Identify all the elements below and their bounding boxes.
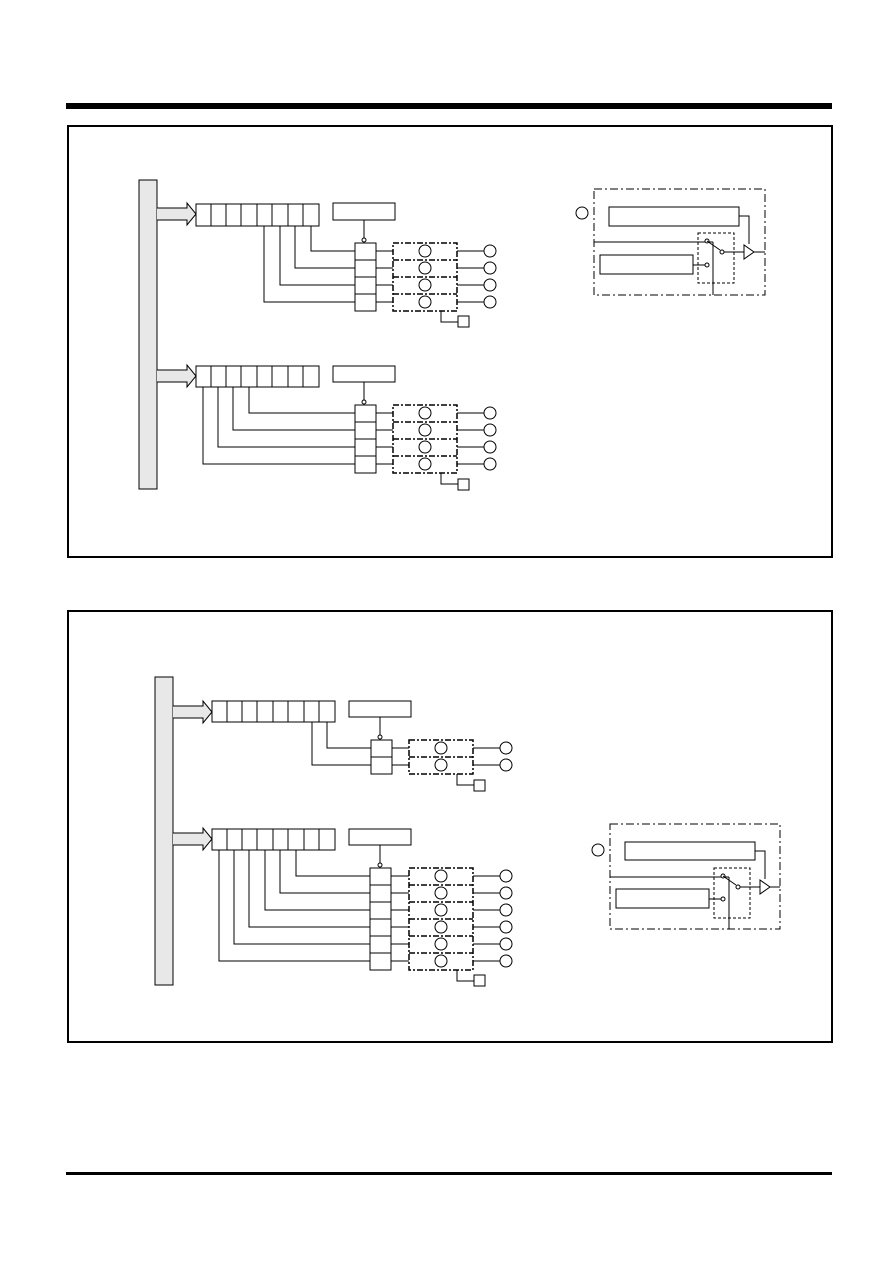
data-register-4 xyxy=(212,829,335,850)
pin-terminal xyxy=(484,279,496,291)
header-rule xyxy=(66,103,832,109)
io-cells-2 xyxy=(376,405,496,490)
pin-terminal xyxy=(484,407,496,419)
buffer-stack-3 xyxy=(371,740,392,774)
pin-terminal xyxy=(484,424,496,436)
data-register-3 xyxy=(212,701,335,722)
data-register-2 xyxy=(196,366,319,387)
pin-terminal xyxy=(500,742,512,754)
buffer-stack-1 xyxy=(355,243,376,311)
pin-terminal xyxy=(484,262,496,274)
pin-terminal xyxy=(484,441,496,453)
pin-terminal xyxy=(500,955,512,967)
control-box-1 xyxy=(333,203,395,220)
bit-wires-1 xyxy=(264,226,355,302)
pin-terminal xyxy=(484,458,496,470)
pin-terminal xyxy=(500,921,512,933)
control-box-2 xyxy=(333,366,395,382)
bit-wires-3 xyxy=(312,722,371,765)
figure-panel-bottom xyxy=(67,610,833,1043)
pin-terminal xyxy=(500,759,512,771)
buffer-stack-2 xyxy=(355,405,376,473)
port-structure-diagram-top xyxy=(576,189,765,295)
control-box-4 xyxy=(349,829,411,845)
buffer-stack-4 xyxy=(370,868,391,970)
bus-arrow-reg3 xyxy=(173,701,212,723)
pin-terminal xyxy=(484,296,496,308)
port-structure-diagram-bottom xyxy=(592,824,780,929)
pin-terminal xyxy=(500,870,512,882)
io-cells-4 xyxy=(391,868,512,986)
internal-bus-bottom xyxy=(155,677,173,985)
footer-rule xyxy=(66,1172,832,1175)
io-cells-1 xyxy=(376,243,496,327)
control-box-3 xyxy=(349,701,411,717)
io-cells-3 xyxy=(392,740,512,791)
data-register-1 xyxy=(196,204,319,226)
pin-terminal xyxy=(500,938,512,950)
bus-arrow-reg1 xyxy=(157,203,196,225)
bit-wires-2 xyxy=(203,387,355,464)
pin-terminal xyxy=(484,245,496,257)
bus-arrow-reg4 xyxy=(173,828,212,850)
bus-arrow-reg2 xyxy=(157,365,196,387)
pin-terminal xyxy=(500,887,512,899)
pin-terminal xyxy=(500,904,512,916)
internal-bus-top xyxy=(139,180,157,489)
bit-wires-4 xyxy=(219,850,370,961)
figure-panel-top xyxy=(67,125,833,558)
